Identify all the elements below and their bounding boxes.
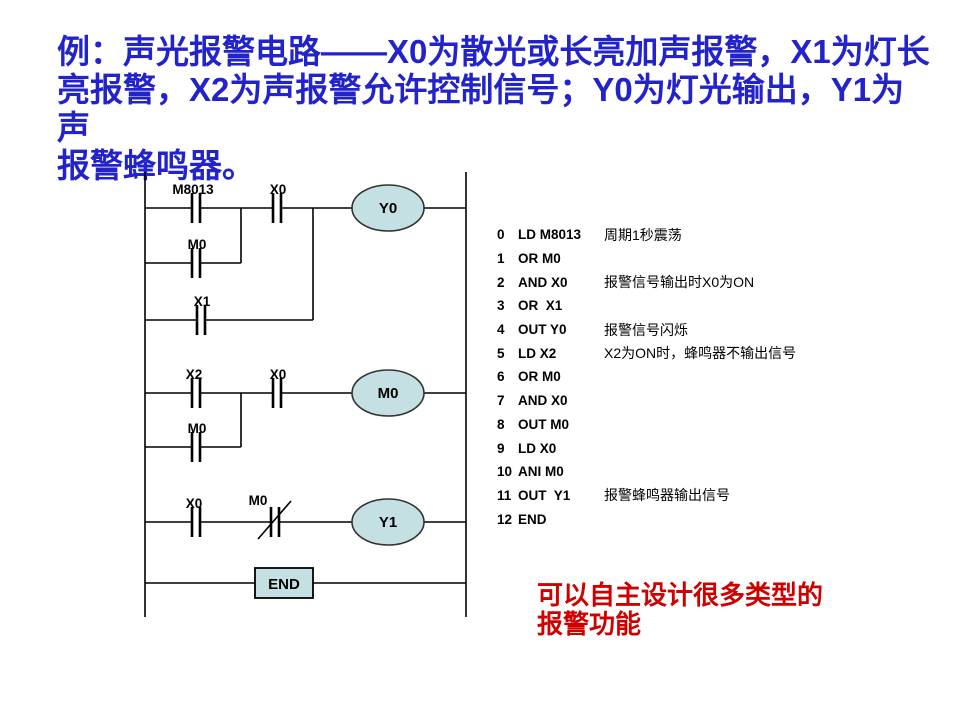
instruction-row: 11 OUT Y1 报警蜂鸣器输出信号: [497, 484, 937, 508]
step-number: 8: [497, 416, 505, 432]
step-number: 3: [497, 298, 505, 314]
contact-label: X1: [194, 294, 211, 309]
contact-x0-rung2: X0: [270, 367, 287, 408]
step-number: 6: [497, 369, 505, 385]
step-number: 11: [497, 487, 512, 503]
contact-label: X0: [186, 496, 203, 511]
comment: 报警信号闪烁: [604, 321, 688, 338]
instruction-row: 5 LD X2 X2为ON时，蜂鸣器不输出信号: [497, 341, 937, 365]
comment: 周期1秒震荡: [604, 226, 682, 243]
coil-y1: Y1: [351, 498, 425, 546]
step-number: 10: [497, 464, 513, 480]
contact-label: M0: [188, 421, 207, 436]
branch-contact-m0-rung1: M0: [145, 237, 241, 278]
mnemonic: OUT M0: [518, 416, 570, 432]
rung-2: X2 X0 M0 M0: [145, 367, 466, 462]
step-number: 4: [497, 322, 505, 338]
step-number: 5: [497, 345, 505, 361]
instruction-row: 6 OR M0: [497, 365, 937, 389]
rung-3: X0 M0 Y1: [145, 493, 466, 546]
comment: X2为ON时，蜂鸣器不输出信号: [604, 345, 797, 362]
coil-m0: M0: [351, 369, 425, 417]
coil-label: M0: [378, 385, 399, 402]
contact-m8013: M8013: [172, 182, 214, 223]
contact-label: M0: [188, 237, 207, 252]
instruction-row: 12 END: [497, 507, 937, 531]
nc-contact-m0: M0: [249, 493, 292, 540]
contact-x0-rung1: X0: [270, 182, 287, 223]
mnemonic: AND X0: [518, 274, 568, 290]
rung-end: END: [145, 567, 466, 599]
step-number: 2: [497, 274, 505, 290]
slide-title: 例：声光报警电路——X0为散光或长亮加声报警，X1为灯长 亮报警，X2为声报警允…: [57, 33, 930, 184]
mnemonic: OUT Y0: [518, 322, 567, 338]
instruction-row: 8 OUT M0: [497, 413, 937, 437]
mnemonic: OR M0: [518, 369, 561, 385]
mnemonic: AND X0: [518, 393, 568, 409]
end-block: [254, 567, 314, 599]
contact-label: M0: [249, 493, 268, 508]
end-label: END: [268, 576, 300, 593]
rung-1: M8013 X0 M0: [145, 182, 466, 335]
step-number: 9: [497, 440, 505, 456]
branch-contact-m0-rung2: M0: [145, 421, 241, 462]
mnemonic: LD M8013: [518, 227, 582, 243]
coil-y0: Y0: [351, 184, 425, 232]
step-number: 0: [497, 227, 505, 243]
mnemonic: LD X2: [518, 345, 557, 361]
contact-label: M8013: [172, 182, 214, 197]
coil-label: Y1: [379, 514, 397, 531]
instruction-row: 4 OUT Y0 报警信号闪烁: [497, 318, 937, 342]
instruction-row: 9 LD X0: [497, 436, 937, 460]
contact-x2: X2: [186, 367, 203, 408]
comment: 报警蜂鸣器输出信号: [604, 487, 730, 504]
mnemonic: OUT Y1: [518, 487, 571, 503]
branch-contact-x1: X1: [145, 294, 313, 335]
step-number: 7: [497, 393, 505, 409]
instruction-row: 1 OR M0: [497, 247, 937, 271]
contact-label: X0: [270, 367, 287, 382]
nc-slash: [257, 500, 292, 540]
step-number: 12: [497, 511, 513, 527]
mnemonic: END: [518, 511, 547, 527]
coil-label: Y0: [379, 200, 397, 217]
bottom-note: 可以自主设计很多类型的 报警功能: [537, 580, 824, 639]
mnemonic: OR M0: [518, 251, 561, 267]
instruction-row: 10 ANI M0: [497, 460, 937, 484]
mnemonic: OR X1: [518, 298, 563, 314]
instruction-row: 0 LD M8013 周期1秒震荡: [497, 223, 937, 247]
comment: 报警信号输出时X0为ON: [604, 274, 755, 291]
instruction-row: 2 AND X0 报警信号输出时X0为ON: [497, 270, 937, 294]
step-number: 1: [497, 251, 505, 267]
contact-label: X0: [270, 182, 287, 197]
contact-x0-rung3: X0: [186, 496, 203, 537]
contact-label: X2: [186, 367, 203, 382]
instruction-row: 7 AND X0: [497, 389, 937, 413]
instruction-row: 3 OR X1: [497, 294, 937, 318]
mnemonic: ANI M0: [518, 464, 564, 480]
mnemonic: LD X0: [518, 440, 557, 456]
